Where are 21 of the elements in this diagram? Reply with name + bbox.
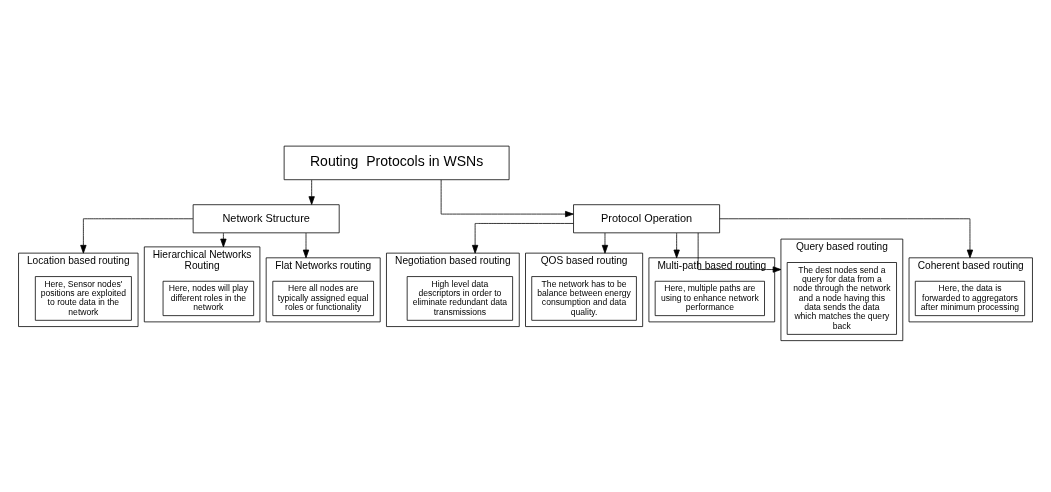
arrow	[308, 179, 315, 205]
node-box: The dest nodes send a query for data from a node through the network and a node having this data sends the data which matches the query back	[786, 261, 897, 335]
node-box: Network Structure	[192, 203, 340, 233]
node-box: Here, the data is forwarded to aggregators after minimum processing	[914, 280, 1026, 316]
arrow	[601, 232, 609, 254]
arrow	[719, 217, 974, 258]
node-box: The network has to be balance between energy consumption and data quality.	[531, 275, 637, 321]
node-box: Here, Sensor nodes' positions are exploited to route data in the network	[34, 275, 132, 321]
node-box: Here, multiple paths are using to enhance network performance	[654, 280, 765, 316]
arrow	[220, 232, 227, 247]
arrow	[440, 179, 574, 217]
node-box: Routing Protocols in WSNs	[283, 145, 510, 180]
arrow	[302, 232, 310, 258]
arrow	[80, 217, 194, 254]
arrow	[472, 222, 574, 254]
node-box: Here, nodes will play different roles in the network	[162, 280, 255, 316]
node-box: Protocol Operation	[573, 203, 720, 233]
node-box: High level data descriptors in order to eliminate redundant data transmissions	[406, 275, 513, 321]
node-box: Here all nodes are typically assigned equal roles or functionality	[272, 280, 374, 316]
arrow	[697, 232, 782, 273]
arrow	[673, 232, 680, 258]
